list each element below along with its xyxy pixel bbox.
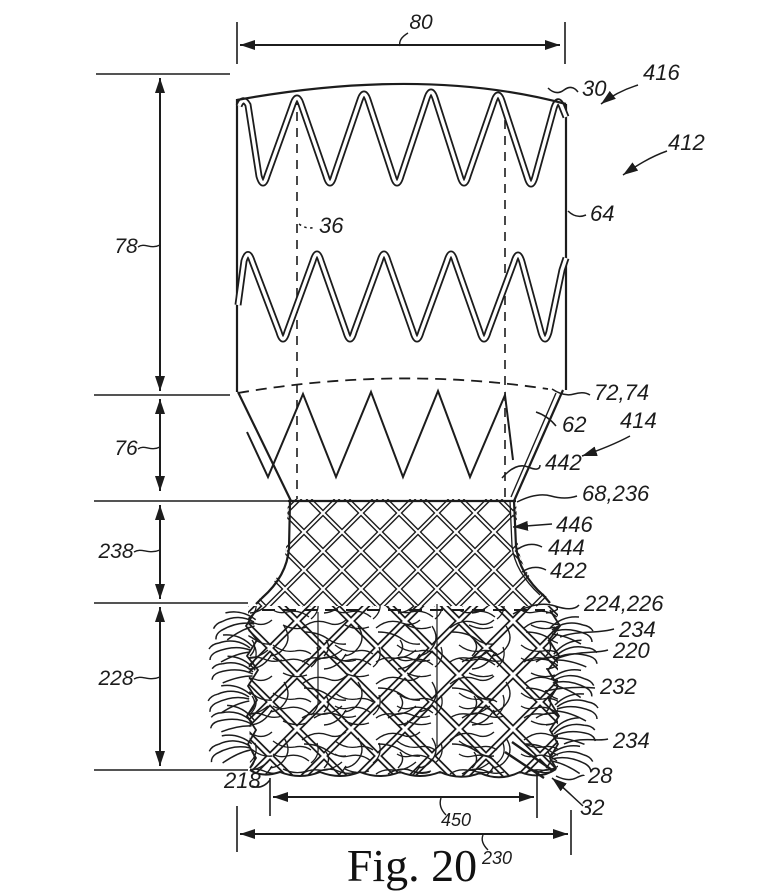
dim-label-outer-width: 230: [481, 848, 512, 868]
ref-device: 412: [668, 130, 705, 155]
hidden-centerlines: [296, 96, 506, 500]
ref-upper-assembly: 416: [643, 60, 680, 85]
ref-mesh-body: 220: [612, 638, 650, 663]
ref-lower-assembly: 414: [620, 408, 657, 433]
leader-lines: [251, 84, 668, 807]
skirt-inner-verticals: [317, 604, 438, 746]
taper-outline: [237, 389, 565, 502]
dim-label-taper-height: 76: [114, 437, 138, 460]
dim-label-inner-width: 450: [441, 810, 471, 830]
ref-mesh-corner: 28: [587, 763, 613, 788]
ref-fiber-boundary: 224,226: [583, 591, 664, 616]
ref-transition: 72,74: [594, 380, 649, 405]
dimension-bottom-widths: 450 230: [236, 775, 572, 868]
ref-taper-edge: 442: [545, 450, 582, 475]
dim-label-top-width: 80: [409, 11, 433, 34]
reference-numerals: 30 416 412 64 36 72,74 62 414 442 68,236…: [223, 60, 705, 820]
ref-top-edge: 30: [582, 76, 607, 101]
skirt-bottom-wavy-edge: [249, 768, 557, 779]
ref-bare-stent: 62: [562, 412, 586, 437]
stent-ring-upper: [235, 88, 570, 188]
ref-fibers-mid: 232: [599, 674, 637, 699]
ref-flare: 422: [550, 558, 587, 583]
ref-centerline: 36: [319, 213, 344, 238]
ref-mesh-strut: 446: [556, 512, 593, 537]
dimension-left-column: 78 76 238 228: [94, 73, 288, 771]
ref-bottom-end: 32: [580, 795, 604, 820]
dim-label-upper-height: 78: [114, 235, 138, 258]
mesh-corner-strut: [504, 741, 553, 779]
dimension-top-width: 80: [236, 11, 566, 64]
ref-skirt-bottom-left: 218: [223, 768, 261, 793]
dim-label-skirt-height: 228: [97, 667, 133, 690]
stent-ring-middle: [234, 250, 570, 343]
ref-mesh-edge: 444: [548, 535, 585, 560]
mesh-section: [255, 499, 553, 606]
dim-label-mesh-height: 238: [97, 540, 133, 563]
figure-caption: Fig. 20: [347, 840, 477, 891]
graft-body-outline: [235, 99, 568, 392]
ref-mesh-top: 68,236: [582, 481, 650, 506]
ref-fibers-lower: 234: [612, 728, 650, 753]
skirt-section: [206, 604, 599, 779]
transition-dashed-arc: [237, 377, 549, 394]
ref-graft: 64: [590, 201, 614, 226]
top-edge-arc: [236, 82, 567, 106]
bare-stent-zigzag: [246, 388, 514, 480]
ref-fibers-upper: 234: [618, 617, 656, 642]
